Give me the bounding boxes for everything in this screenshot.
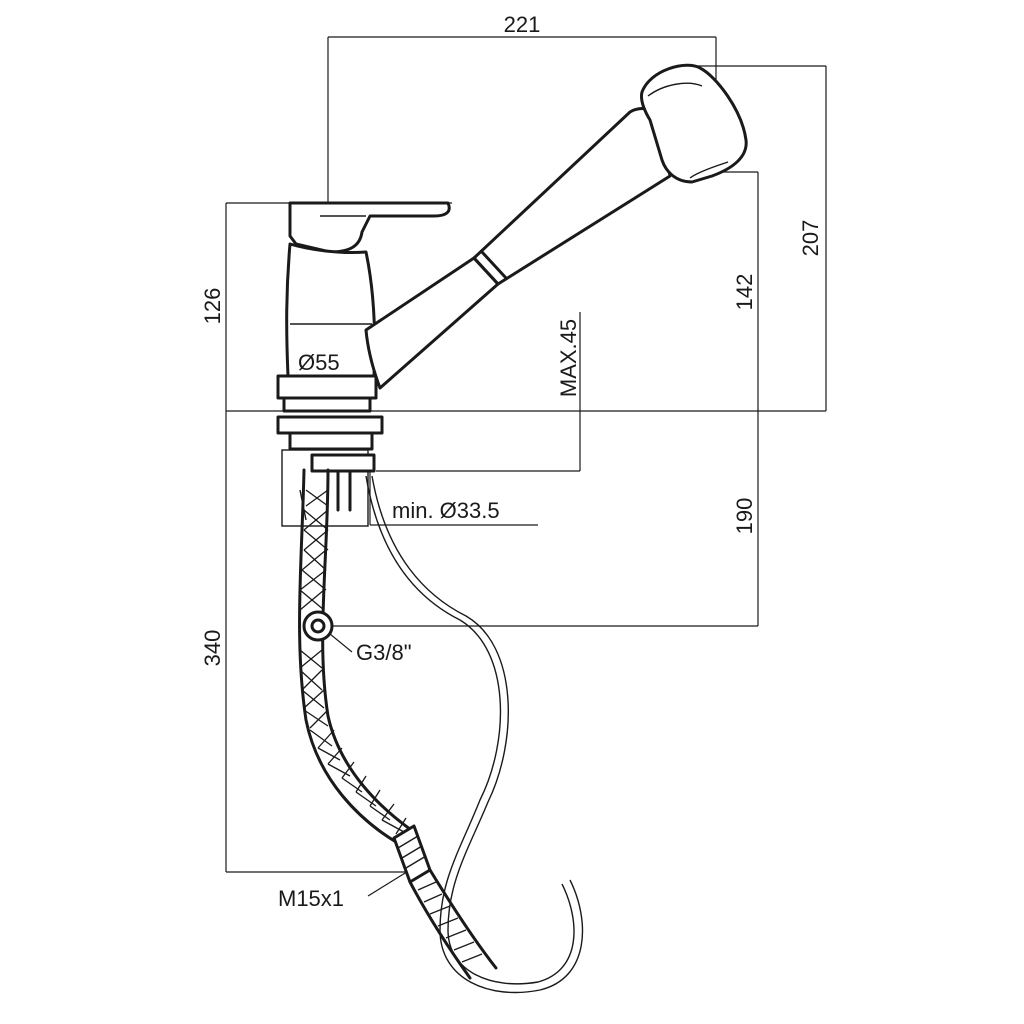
spout-sleeve <box>472 107 672 286</box>
label-221: 221 <box>504 12 541 37</box>
spray-head <box>640 63 748 184</box>
fixing-nut <box>276 415 384 435</box>
label-m15x1: M15x1 <box>278 886 344 911</box>
label-max-45: MAX.45 <box>556 319 581 397</box>
faucet-body <box>276 201 451 527</box>
label-diameter-55: Ø55 <box>298 350 340 375</box>
label-340: 340 <box>200 630 225 667</box>
spout-arm <box>364 256 500 390</box>
m15-fitting <box>392 824 432 884</box>
pull-out-spout <box>364 63 748 390</box>
label-190: 190 <box>732 498 757 535</box>
label-142: 142 <box>732 274 757 311</box>
label-min-hole: min. Ø33.5 <box>392 498 500 523</box>
dimension-labels: 221 207 142 126 Ø55 MAX.45 min. Ø33.5 19… <box>200 12 823 911</box>
label-g38: G3/8" <box>356 640 412 665</box>
lever-handle <box>288 201 451 254</box>
g38-fitting <box>302 610 334 642</box>
shower-hose-loop <box>365 475 584 994</box>
label-207: 207 <box>798 220 823 257</box>
base-ring <box>276 374 378 400</box>
label-126: 126 <box>200 288 225 325</box>
